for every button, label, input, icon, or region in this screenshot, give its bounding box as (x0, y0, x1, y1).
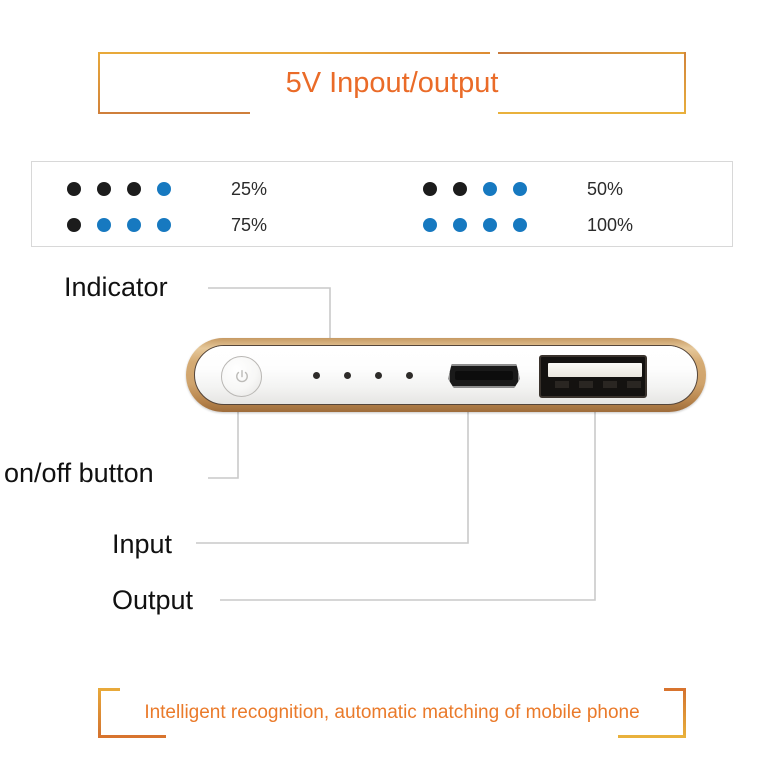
legend-percent-label: 25% (231, 179, 268, 199)
callout-label-indicator: Indicator (64, 272, 168, 302)
title-frame-top-left (98, 52, 490, 54)
callout-label-input: Input (112, 529, 173, 559)
footer-frame-right (683, 688, 686, 738)
legend-dot (127, 182, 141, 196)
legend-dot (423, 218, 437, 232)
legend-dot (67, 218, 81, 232)
legend-dot (157, 182, 171, 196)
leader-line-input (196, 394, 469, 544)
legend-dot (423, 182, 437, 196)
legend-percent-label: 75% (231, 215, 268, 235)
title-frame-bottom-left (98, 112, 250, 114)
title-banner: 5V Inpout/output (98, 52, 686, 114)
device-body (194, 345, 698, 405)
title-frame-bottom-right (498, 112, 684, 114)
usb-a-pin (555, 381, 569, 388)
legend-row: 75% (67, 214, 367, 236)
footer-frame-top-right (664, 688, 686, 691)
legend-percent-label: 100% (587, 215, 634, 235)
title-frame-top-right (498, 52, 686, 54)
legend-row: 100% (423, 214, 723, 236)
callout-label-output: Output (112, 585, 194, 615)
legend-dot (513, 218, 527, 232)
legend-dot-group (67, 178, 183, 200)
title-frame-left (98, 52, 100, 114)
footer-text: Intelligent recognition, automatic match… (144, 702, 640, 723)
device-led-indicator (313, 372, 320, 379)
footer-frame-top-left (98, 688, 120, 691)
leader-line-output (220, 395, 596, 601)
legend-dot-group (423, 178, 539, 200)
callout-label-onoff-button: on/off button (4, 458, 154, 488)
legend-dot (453, 218, 467, 232)
legend-dot-group (67, 214, 183, 236)
leader-line-onoff (208, 410, 239, 479)
usb-a-pin (579, 381, 593, 388)
device-led-indicator (406, 372, 413, 379)
legend-dot (483, 218, 497, 232)
footer-banner: Intelligent recognition, automatic match… (98, 688, 686, 738)
legend-dot (67, 182, 81, 196)
legend-dot (513, 182, 527, 196)
power-icon (233, 368, 250, 385)
power-bank-device (186, 338, 706, 412)
legend-row: 50% (423, 178, 723, 200)
title-frame-right (684, 52, 686, 114)
legend-dot (127, 218, 141, 232)
micro-usb-input-port (448, 364, 520, 388)
page-title: 5V Inpout/output (285, 67, 499, 99)
usb-a-tongue (548, 363, 642, 377)
legend-dot (157, 218, 171, 232)
usb-a-pin (627, 381, 641, 388)
power-button[interactable] (221, 356, 262, 397)
legend-dot (453, 182, 467, 196)
legend-dot (97, 182, 111, 196)
battery-indicator-legend: 25% 75% 50% (31, 161, 733, 247)
legend-dot-group (423, 214, 539, 236)
legend-percent-label: 50% (587, 179, 624, 199)
footer-frame-bottom-left (98, 735, 166, 738)
legend-dot (483, 182, 497, 196)
footer-frame-bottom-right (618, 735, 686, 738)
usb-a-output-port (539, 355, 647, 398)
legend-dot (97, 218, 111, 232)
micro-usb-cavity (455, 371, 513, 380)
usb-a-pin (603, 381, 617, 388)
device-led-indicator (344, 372, 351, 379)
footer-frame-left (98, 688, 101, 738)
legend-row: 25% (67, 178, 367, 200)
device-led-indicator (375, 372, 382, 379)
